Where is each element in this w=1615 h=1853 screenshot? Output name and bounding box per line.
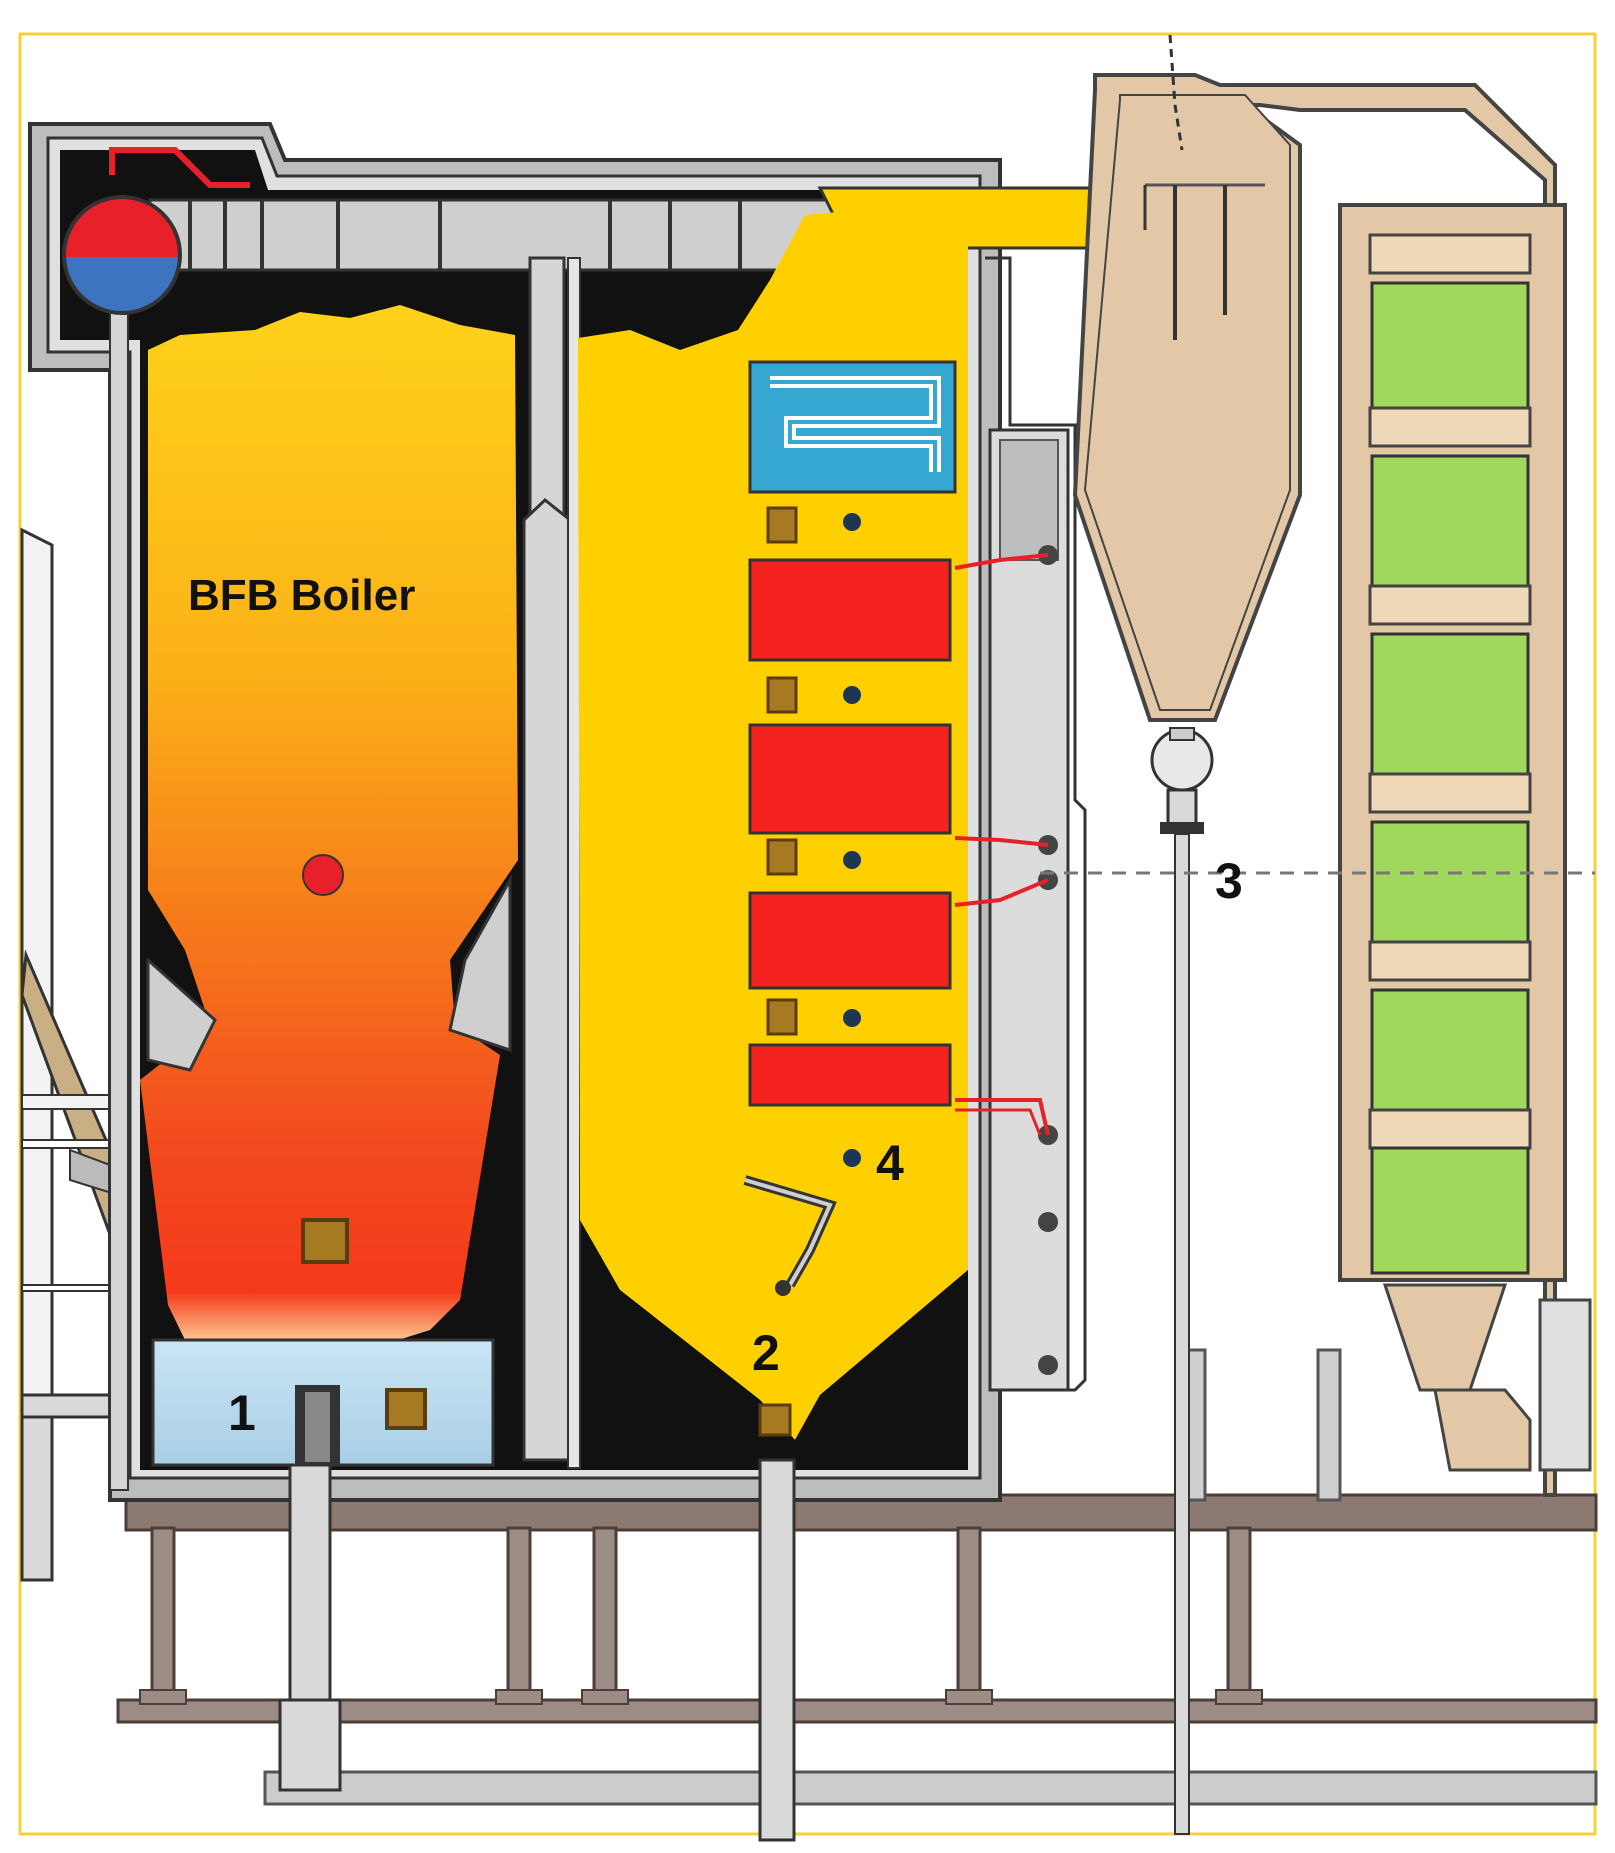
marker-4: 4 <box>876 1135 904 1191</box>
second-pass-outlet-port <box>758 1403 792 1437</box>
filter-house <box>1338 203 1592 1472</box>
ash-outlet-pipe <box>758 1458 796 1842</box>
furnace-burner <box>302 854 344 896</box>
heat-exchanger-block <box>748 1043 952 1107</box>
diagram-title: BFB Boiler <box>188 571 415 620</box>
sampling-lines <box>954 553 1050 1136</box>
second-pass-hopper-black <box>585 1290 795 1460</box>
marker-2: 2 <box>752 1325 780 1381</box>
cyclone-separator <box>1072 34 1557 1835</box>
heat-exchanger-block <box>748 723 952 835</box>
air-preheater-column <box>985 256 1087 1392</box>
sampling-probe <box>743 1175 837 1296</box>
furnace-chamber <box>140 305 518 1355</box>
bed-hopper <box>151 1338 495 1792</box>
economizer-coil <box>748 360 957 494</box>
heat-exchanger-block <box>748 558 952 662</box>
marker-1: 1 <box>228 1385 256 1441</box>
furnace-sample-port <box>301 1218 349 1264</box>
furnace-left-bulge <box>146 956 217 1072</box>
divider-wall <box>522 256 581 1469</box>
sampling-ports <box>766 506 861 1167</box>
marker-3: 3 <box>1215 853 1243 909</box>
furnace-right-bulge <box>448 874 512 1053</box>
heat-exchanger-block <box>748 891 952 990</box>
second-pass-hopper-black-right <box>795 1270 968 1460</box>
